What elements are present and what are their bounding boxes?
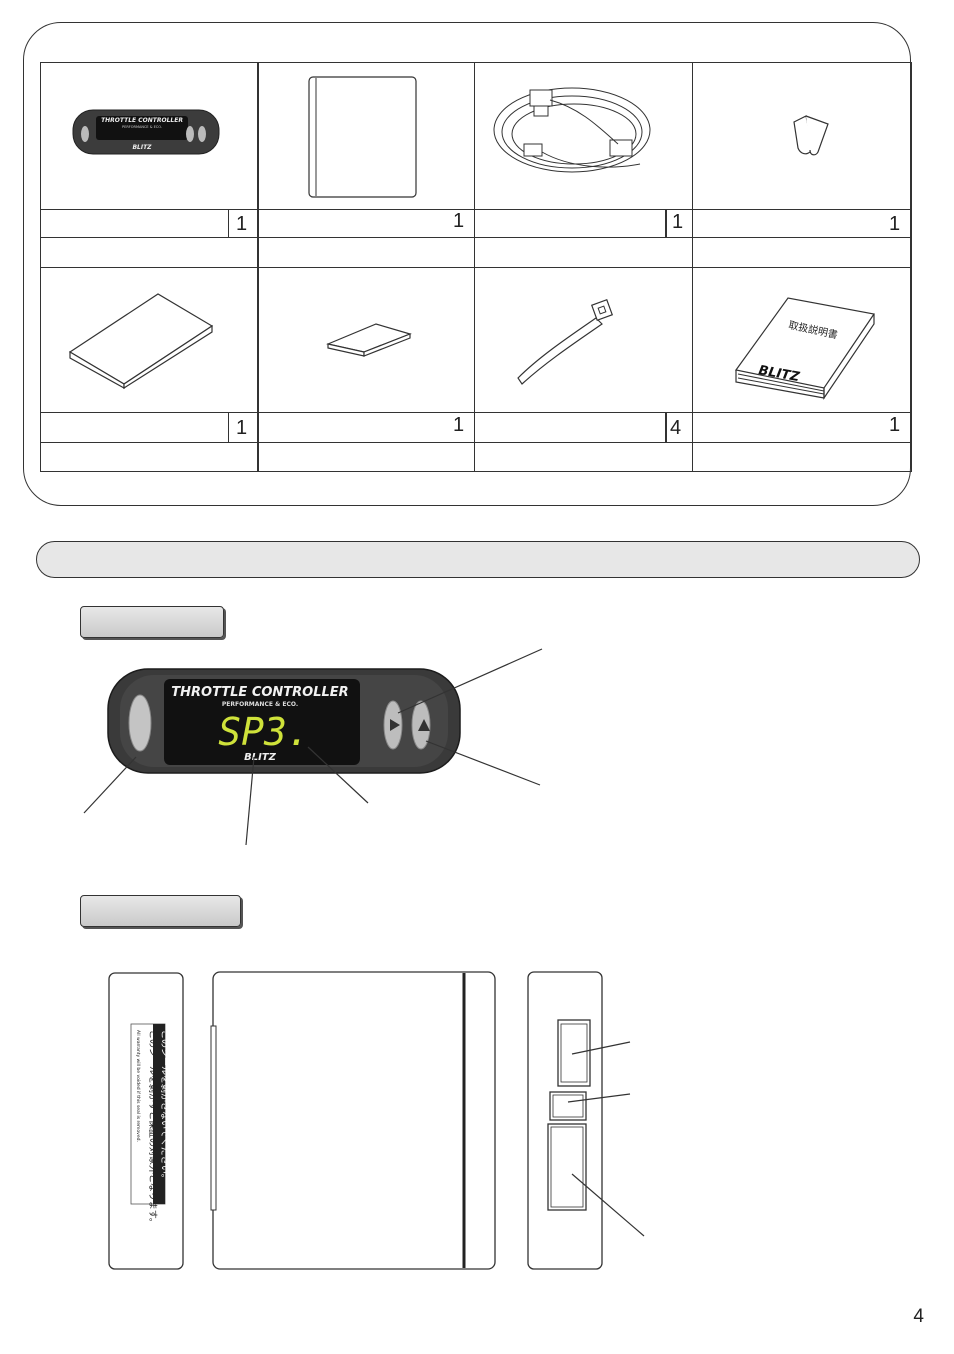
- qty-manual: 1: [889, 414, 901, 436]
- table-rule: [40, 442, 912, 443]
- components-table: 1 1 1 1 1 1 4 1: [40, 62, 912, 474]
- table-rule: [40, 471, 912, 472]
- qty-divider: [228, 412, 229, 442]
- seal-text-jp-2: このシールを剥がすと保証の対象外となります。: [147, 1030, 159, 1227]
- leader-line: [425, 740, 541, 786]
- controller-section-tag: [80, 606, 224, 638]
- control-box-icon: [308, 76, 417, 198]
- section-header-bar: [36, 541, 920, 578]
- cleaning-pad-icon: [326, 323, 412, 357]
- seal-text-en: All warranty will be voided if this seal…: [135, 1030, 141, 1142]
- table-rule: [40, 62, 41, 472]
- leader-line: [83, 756, 137, 814]
- unit-brand: BLITZ: [132, 144, 152, 151]
- table-rule: [474, 62, 475, 472]
- controller-title: THROTTLE CONTROLLER: [171, 685, 348, 700]
- controller-diagram: THROTTLE CONTROLLER PERFORMANCE & ECO. S…: [83, 648, 543, 846]
- velcro-tape-icon: [793, 115, 829, 156]
- double-sided-tape-icon: [68, 293, 214, 390]
- control-box-connector-view: [527, 971, 645, 1270]
- qty-cleaning-pad: 1: [453, 414, 465, 436]
- qty-double-sided-tape: 1: [236, 417, 248, 439]
- controller-display-readout: SP3.: [218, 710, 310, 754]
- table-rule: [40, 237, 912, 238]
- table-rule: [40, 209, 912, 210]
- table-rule: [40, 412, 912, 413]
- control-box-side-view: このシールを剥がさないでください。 このシールを剥がすと保証の対象外となります。…: [108, 972, 184, 1270]
- qty-velcro: 1: [889, 213, 901, 235]
- leader-line: [307, 746, 369, 804]
- cable-tie-icon: [517, 298, 614, 385]
- qty-divider: [665, 412, 667, 442]
- unit-subtitle: PERFORMANCE & ECO.: [122, 125, 162, 129]
- table-rule: [911, 62, 912, 472]
- components-frame: [23, 22, 911, 506]
- qty-divider: [228, 209, 229, 238]
- qty-controller: 1: [236, 213, 248, 235]
- page-number: 4: [913, 1306, 924, 1327]
- table-rule: [40, 267, 912, 268]
- seal-text-jp-1: このシールを剥がさないでください。: [159, 1030, 171, 1183]
- control-box-section-tag: [80, 895, 241, 927]
- controller-brand: BLITZ: [244, 752, 277, 763]
- leader-line: [571, 1173, 645, 1237]
- table-rule: [692, 62, 693, 472]
- unit-title: THROTTLE CONTROLLER: [101, 117, 183, 124]
- leader-line: [567, 1093, 631, 1103]
- manual-brand: BLITZ: [757, 363, 801, 385]
- wire-harness-icon: [493, 87, 651, 173]
- table-rule: [40, 62, 912, 63]
- controller-subtitle: PERFORMANCE & ECO.: [222, 701, 298, 708]
- qty-wire-harness: 1: [672, 211, 684, 233]
- qty-cable-tie: 4: [670, 417, 682, 439]
- control-box-front-view: [210, 971, 496, 1270]
- controller-unit-icon: THROTTLE CONTROLLER PERFORMANCE & ECO. B…: [72, 109, 220, 155]
- leader-line: [571, 1041, 631, 1055]
- table-rule: [257, 62, 259, 472]
- instruction-manual-icon: 取扱説明書 BLITZ: [734, 297, 876, 400]
- qty-control-box: 1: [453, 210, 465, 232]
- leader-line: [245, 756, 255, 846]
- leader-line: [397, 648, 543, 714]
- qty-divider: [665, 209, 667, 238]
